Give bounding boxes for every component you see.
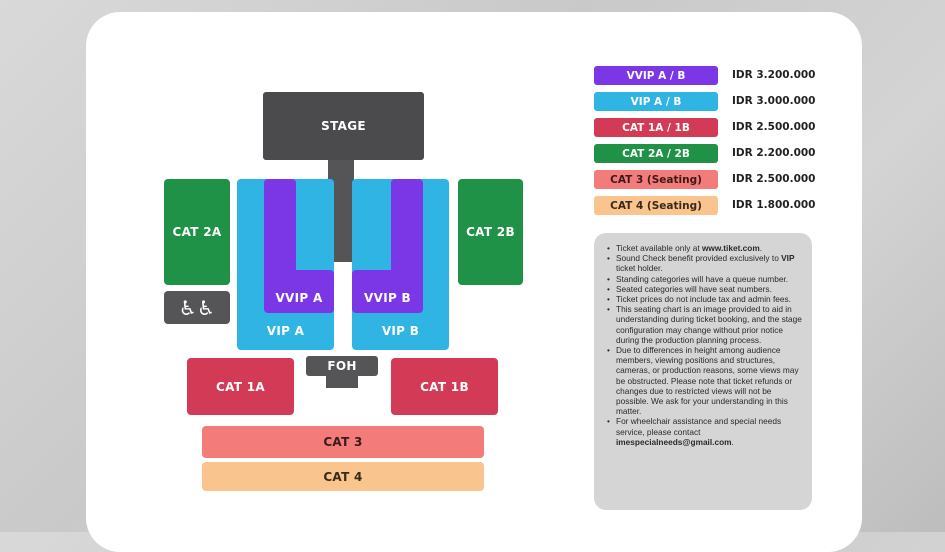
legend-pill: CAT 1A / 1B	[594, 118, 718, 137]
legend-row-cat1: CAT 1A / 1B IDR 2.500.000	[594, 118, 824, 137]
legend-pill: CAT 4 (Seating)	[594, 196, 718, 215]
legend-price: IDR 2.500.000	[732, 173, 816, 185]
info-notes-list: Ticket available only at www.tiket.com. …	[604, 243, 804, 447]
section-vvip-b[interactable]: VVIP B	[352, 270, 423, 313]
section-cat-2a[interactable]: CAT 2A	[164, 179, 230, 285]
foh-booth: FOH	[306, 356, 378, 376]
legend-label: VIP A / B	[630, 95, 682, 108]
special-needs-email-link[interactable]: imespecialneeds@gmail.com	[616, 436, 732, 447]
section-cat-1b[interactable]: CAT 1B	[391, 358, 498, 415]
wheelchair-icon: ♿♿	[178, 295, 216, 320]
info-note: Ticket available only at www.tiket.com.	[607, 243, 804, 253]
info-note: Sound Check benefit provided exclusively…	[607, 253, 804, 273]
legend-pill: CAT 2A / 2B	[594, 144, 718, 163]
section-vvip-a[interactable]: VVIP A	[264, 270, 334, 313]
section-cat-3[interactable]: CAT 3	[202, 426, 484, 458]
section-vvip-a-upper[interactable]	[264, 179, 296, 275]
wheelchair-area[interactable]: ♿♿	[164, 291, 230, 324]
info-note: Standing categories will have a queue nu…	[607, 274, 804, 284]
legend-row-vip: VIP A / B IDR 3.000.000	[594, 92, 824, 111]
legend-label: CAT 4 (Seating)	[610, 199, 702, 212]
info-note: Due to differences in height among audie…	[607, 345, 804, 416]
cat-2a-label: CAT 2A	[172, 225, 222, 239]
info-note: Seated categories will have seat numbers…	[607, 284, 804, 294]
legend-pill: CAT 3 (Seating)	[594, 170, 718, 189]
vip-b-label: VIP B	[381, 324, 420, 338]
info-note: This seating chart is an image provided …	[607, 304, 804, 345]
legend-price: IDR 3.200.000	[732, 69, 816, 81]
section-cat-2b[interactable]: CAT 2B	[458, 179, 523, 285]
cat-4-label: CAT 4	[323, 469, 363, 484]
cat-1b-label: CAT 1B	[420, 379, 469, 394]
legend-row-cat2: CAT 2A / 2B IDR 2.200.000	[594, 144, 824, 163]
cat-2b-label: CAT 2B	[466, 225, 515, 239]
legend-price: IDR 2.200.000	[732, 147, 816, 159]
section-vvip-b-upper[interactable]	[391, 179, 423, 275]
section-cat-4[interactable]: CAT 4	[202, 462, 484, 491]
legend-label: CAT 2A / 2B	[622, 147, 690, 160]
legend-row-cat3: CAT 3 (Seating) IDR 2.500.000	[594, 170, 824, 189]
vvip-b-label: VVIP B	[364, 291, 411, 305]
foh-label: FOH	[327, 359, 357, 373]
vvip-a-label: VVIP A	[275, 291, 323, 305]
stage-label: STAGE	[321, 119, 366, 133]
legend-pill: VIP A / B	[594, 92, 718, 111]
cat-1a-label: CAT 1A	[216, 379, 265, 394]
legend-pill: VVIP A / B	[594, 66, 718, 85]
legend-row-vvip: VVIP A / B IDR 3.200.000	[594, 66, 824, 85]
legend-price: IDR 3.000.000	[732, 95, 816, 107]
info-notes-box: Ticket available only at www.tiket.com. …	[594, 233, 812, 510]
cat-3-label: CAT 3	[323, 435, 363, 449]
legend-price: IDR 1.800.000	[732, 199, 816, 211]
legend-row-cat4: CAT 4 (Seating) IDR 1.800.000	[594, 196, 824, 215]
legend-label: VVIP A / B	[626, 69, 686, 82]
legend-label: CAT 3 (Seating)	[610, 173, 702, 186]
vip-a-label: VIP A	[266, 324, 305, 338]
stage[interactable]: STAGE	[263, 92, 424, 160]
ticket-site-link[interactable]: www.tiket.com	[701, 243, 760, 253]
info-note: For wheelchair assistance and special ne…	[607, 416, 804, 447]
info-note: Ticket prices do not include tax and adm…	[607, 294, 804, 304]
section-cat-1a[interactable]: CAT 1A	[187, 358, 294, 415]
legend-label: CAT 1A / 1B	[622, 121, 690, 134]
foh-base	[326, 375, 358, 388]
legend-price: IDR 2.500.000	[732, 121, 816, 133]
